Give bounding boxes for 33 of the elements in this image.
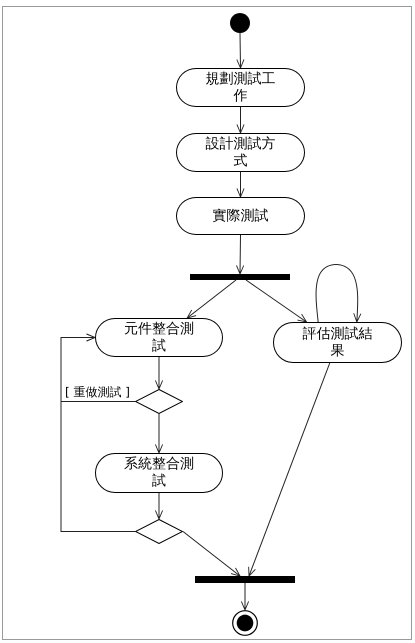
arrow — [182, 531, 240, 576]
arrow — [154, 492, 164, 520]
activity-node — [176, 197, 305, 235]
activity-node — [176, 68, 305, 107]
arrow — [236, 172, 245, 198]
arrow — [236, 106, 245, 134]
loop-arrow — [316, 264, 362, 322]
decision-diamond — [135, 389, 183, 414]
join-bar — [195, 576, 295, 583]
merge-diamond — [135, 519, 183, 544]
arrow — [60, 333, 136, 532]
initial-node — [230, 13, 250, 33]
activity-label: 實際測試 — [212, 208, 270, 224]
activity-label: 設計測試方式 — [204, 136, 276, 170]
final-node — [232, 610, 258, 636]
guard-label: [ 重做測試 ] — [64, 385, 131, 399]
activity-node — [95, 453, 223, 493]
arrow — [154, 356, 164, 390]
fork-bar — [190, 274, 290, 280]
arrow — [246, 280, 308, 322]
activity-label: 系統整合測試 — [123, 456, 195, 490]
arrow — [236, 32, 244, 68]
activity-label: 元件整合測試 — [123, 320, 195, 354]
activity-label: 規劃測試工作 — [204, 70, 276, 104]
activity-label: 評估測試結果 — [302, 326, 374, 360]
arrow — [240, 582, 250, 610]
activity-node — [273, 322, 402, 363]
arrow — [186, 280, 236, 318]
arrow — [236, 234, 244, 274]
activity-node — [176, 133, 305, 172]
activity-node — [95, 318, 223, 357]
arrow — [154, 414, 164, 454]
arrow — [248, 362, 330, 576]
